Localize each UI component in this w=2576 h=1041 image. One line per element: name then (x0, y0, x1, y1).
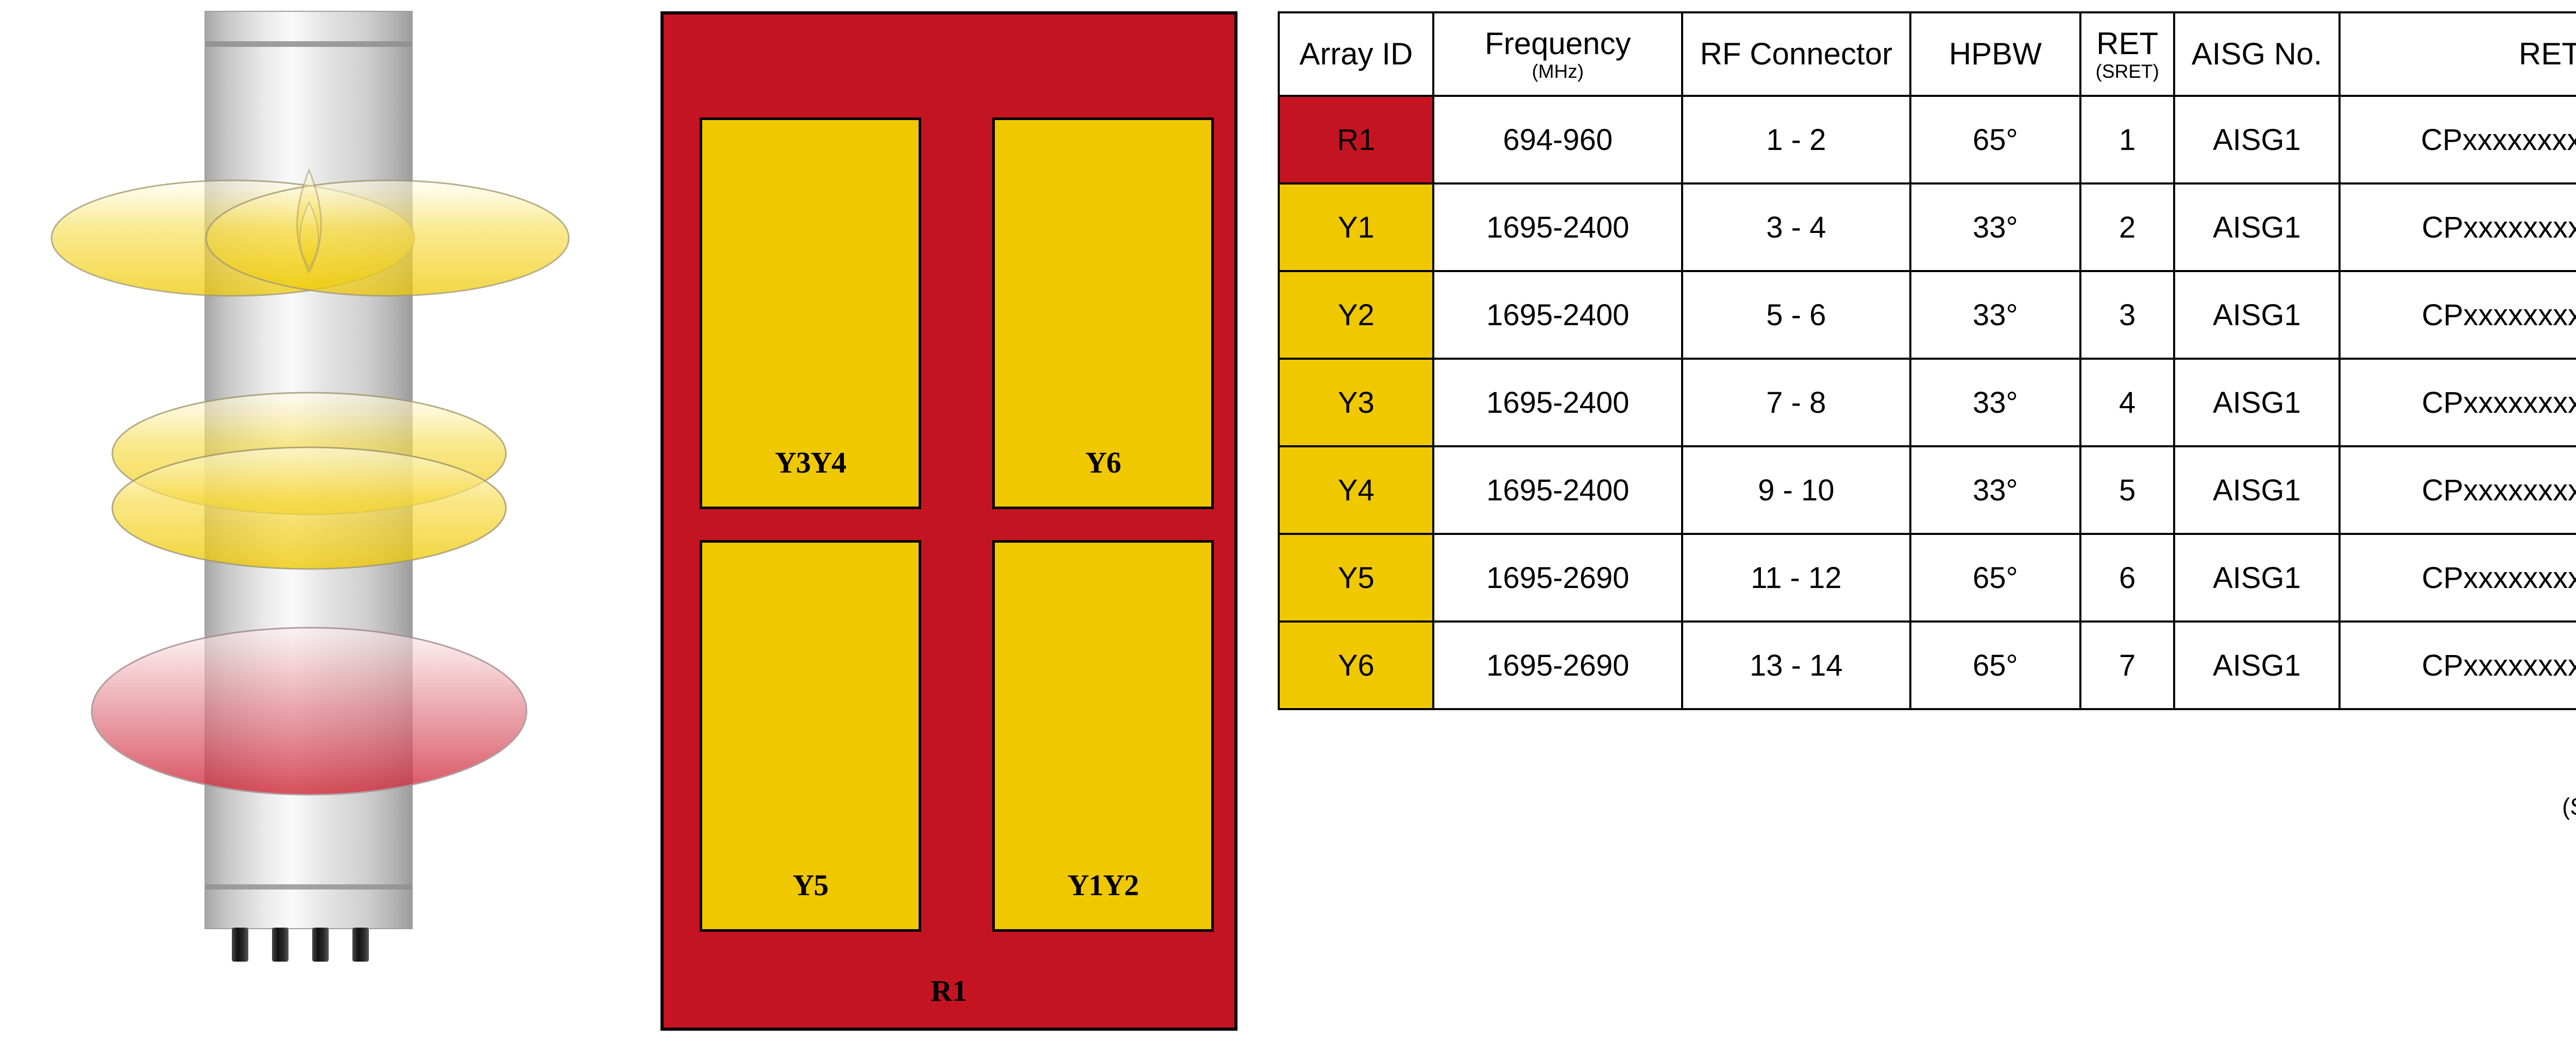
cell-array-id: Y1 (1277, 182, 1435, 272)
cell-aisg-no: AISG1 (2173, 182, 2341, 272)
cell-frequency: 1695-2400 (1432, 182, 1684, 272)
array-box-label: Y1Y2 (1067, 868, 1139, 902)
th-label: Frequency (1484, 26, 1631, 61)
cell-ret: 5 (2079, 445, 2176, 535)
cell-frequency: 1695-2400 (1432, 270, 1684, 360)
cell-array-id: Y5 (1277, 533, 1435, 623)
cell-rf-connector: 3 - 4 (1681, 182, 1911, 272)
antenna-connectors (232, 928, 369, 962)
cell-frequency: 1695-2690 (1432, 533, 1684, 623)
cell-hpbw: 33° (1909, 358, 2082, 447)
th-label: RET (2096, 26, 2159, 61)
th-label: RF Connector (1700, 37, 1893, 72)
cell-aisg-no: AISG1 (2173, 620, 2341, 710)
th-sublabel: (MHz) (1532, 61, 1584, 82)
th-label: Array ID (1299, 37, 1413, 72)
cell-ret-uid: CPxxxxxxxxxxxxxxxxY3 (2338, 358, 2576, 447)
cell-hpbw: 33° (1909, 445, 2082, 535)
th-ret-uid: RET UID (2338, 11, 2576, 97)
array-layout-panel: Y3Y4 Y6 Y5 Y1Y2 R1 (660, 11, 1238, 1031)
cell-ret: 1 (2079, 95, 2176, 184)
cell-hpbw: 33° (1909, 182, 2082, 272)
cell-rf-connector: 11 - 12 (1681, 533, 1911, 623)
cell-aisg-no: AISG1 (2173, 533, 2341, 623)
th-label: HPBW (1948, 37, 2042, 72)
upper-lobe-crest (296, 167, 322, 274)
array-box-label: Y5 (792, 868, 829, 902)
th-ret: RET(SRET) (2079, 11, 2176, 97)
table-header-row: Array ID Frequency(MHz) RF Connector HPB… (1277, 11, 2576, 97)
th-label: RET UID (2518, 37, 2576, 72)
cell-ret: 2 (2079, 182, 2176, 272)
cell-aisg-no: AISG1 (2173, 95, 2341, 184)
th-array-id: Array ID (1277, 11, 1435, 97)
cell-rf-connector: 1 - 2 (1681, 95, 1911, 184)
lower-red-lobe (91, 627, 528, 796)
th-hpbw: HPBW (1909, 11, 2082, 97)
array-box-label: Y6 (1085, 446, 1122, 479)
cell-frequency: 1695-2690 (1432, 620, 1684, 710)
array-box-y6: Y6 (992, 117, 1214, 509)
array-panel-label-r1: R1 (930, 974, 968, 1008)
table-footnote: (Sizes of colored boxes are not true dep… (2562, 793, 2576, 820)
cell-rf-connector: 13 - 14 (1681, 620, 1911, 710)
th-rf-connector: RF Connector (1681, 11, 1911, 97)
antenna-spec-table: Array ID Frequency(MHz) RF Connector HPB… (1277, 11, 2576, 710)
cell-ret-uid: CPxxxxxxxxxxxxxxxxY4 (2338, 445, 2576, 535)
cell-rf-connector: 5 - 6 (1681, 270, 1911, 360)
cell-array-id: Y6 (1277, 620, 1435, 710)
th-label: AISG No. (2191, 37, 2323, 72)
cell-hpbw: 65° (1909, 95, 2082, 184)
cell-ret: 7 (2079, 620, 2176, 710)
cell-aisg-no: AISG1 (2173, 445, 2341, 535)
array-box-y1y2: Y1Y2 (992, 540, 1214, 932)
cell-ret: 3 (2079, 270, 2176, 360)
cell-aisg-no: AISG1 (2173, 358, 2341, 447)
cell-hpbw: 65° (1909, 620, 2082, 710)
cell-ret: 4 (2079, 358, 2176, 447)
cell-array-id: R1 (1277, 95, 1435, 184)
cell-rf-connector: 9 - 10 (1681, 445, 1911, 535)
spec-table-container: Array ID Frequency(MHz) RF Connector HPB… (1277, 11, 2576, 820)
cell-ret-uid: CPxxxxxxxxxxxxxxxxY1 (2338, 182, 2576, 272)
cell-ret: 6 (2079, 533, 2176, 623)
array-box-label: Y3Y4 (775, 446, 846, 479)
upper-yellow-lobe-right (205, 179, 570, 297)
cell-frequency: 694-960 (1432, 95, 1684, 184)
cell-array-id: Y3 (1277, 358, 1435, 447)
th-sublabel: (SRET) (2095, 61, 2159, 82)
cell-hpbw: 65° (1909, 533, 2082, 623)
cell-aisg-no: AISG1 (2173, 270, 2341, 360)
cell-ret-uid: CPxxxxxxxxxxxxxxxxY6 (2338, 620, 2576, 710)
middle-yellow-lobe-lower (111, 446, 507, 570)
cell-ret-uid: CPxxxxxxxxxxxxxxxxR1 (2338, 95, 2576, 184)
cell-hpbw: 33° (1909, 270, 2082, 360)
antenna-illustration (0, 0, 644, 1041)
cell-array-id: Y2 (1277, 270, 1435, 360)
cell-array-id: Y4 (1277, 445, 1435, 535)
array-box-y5: Y5 (700, 540, 921, 932)
array-box-y3y4: Y3Y4 (700, 117, 921, 509)
cell-frequency: 1695-2400 (1432, 358, 1684, 447)
cell-frequency: 1695-2400 (1432, 445, 1684, 535)
cell-ret-uid: CPxxxxxxxxxxxxxxxxY5 (2338, 533, 2576, 623)
cell-ret-uid: CPxxxxxxxxxxxxxxxxY2 (2338, 270, 2576, 360)
th-frequency: Frequency(MHz) (1432, 11, 1684, 97)
th-aisg-no: AISG No. (2173, 11, 2341, 97)
cell-rf-connector: 7 - 8 (1681, 358, 1911, 447)
